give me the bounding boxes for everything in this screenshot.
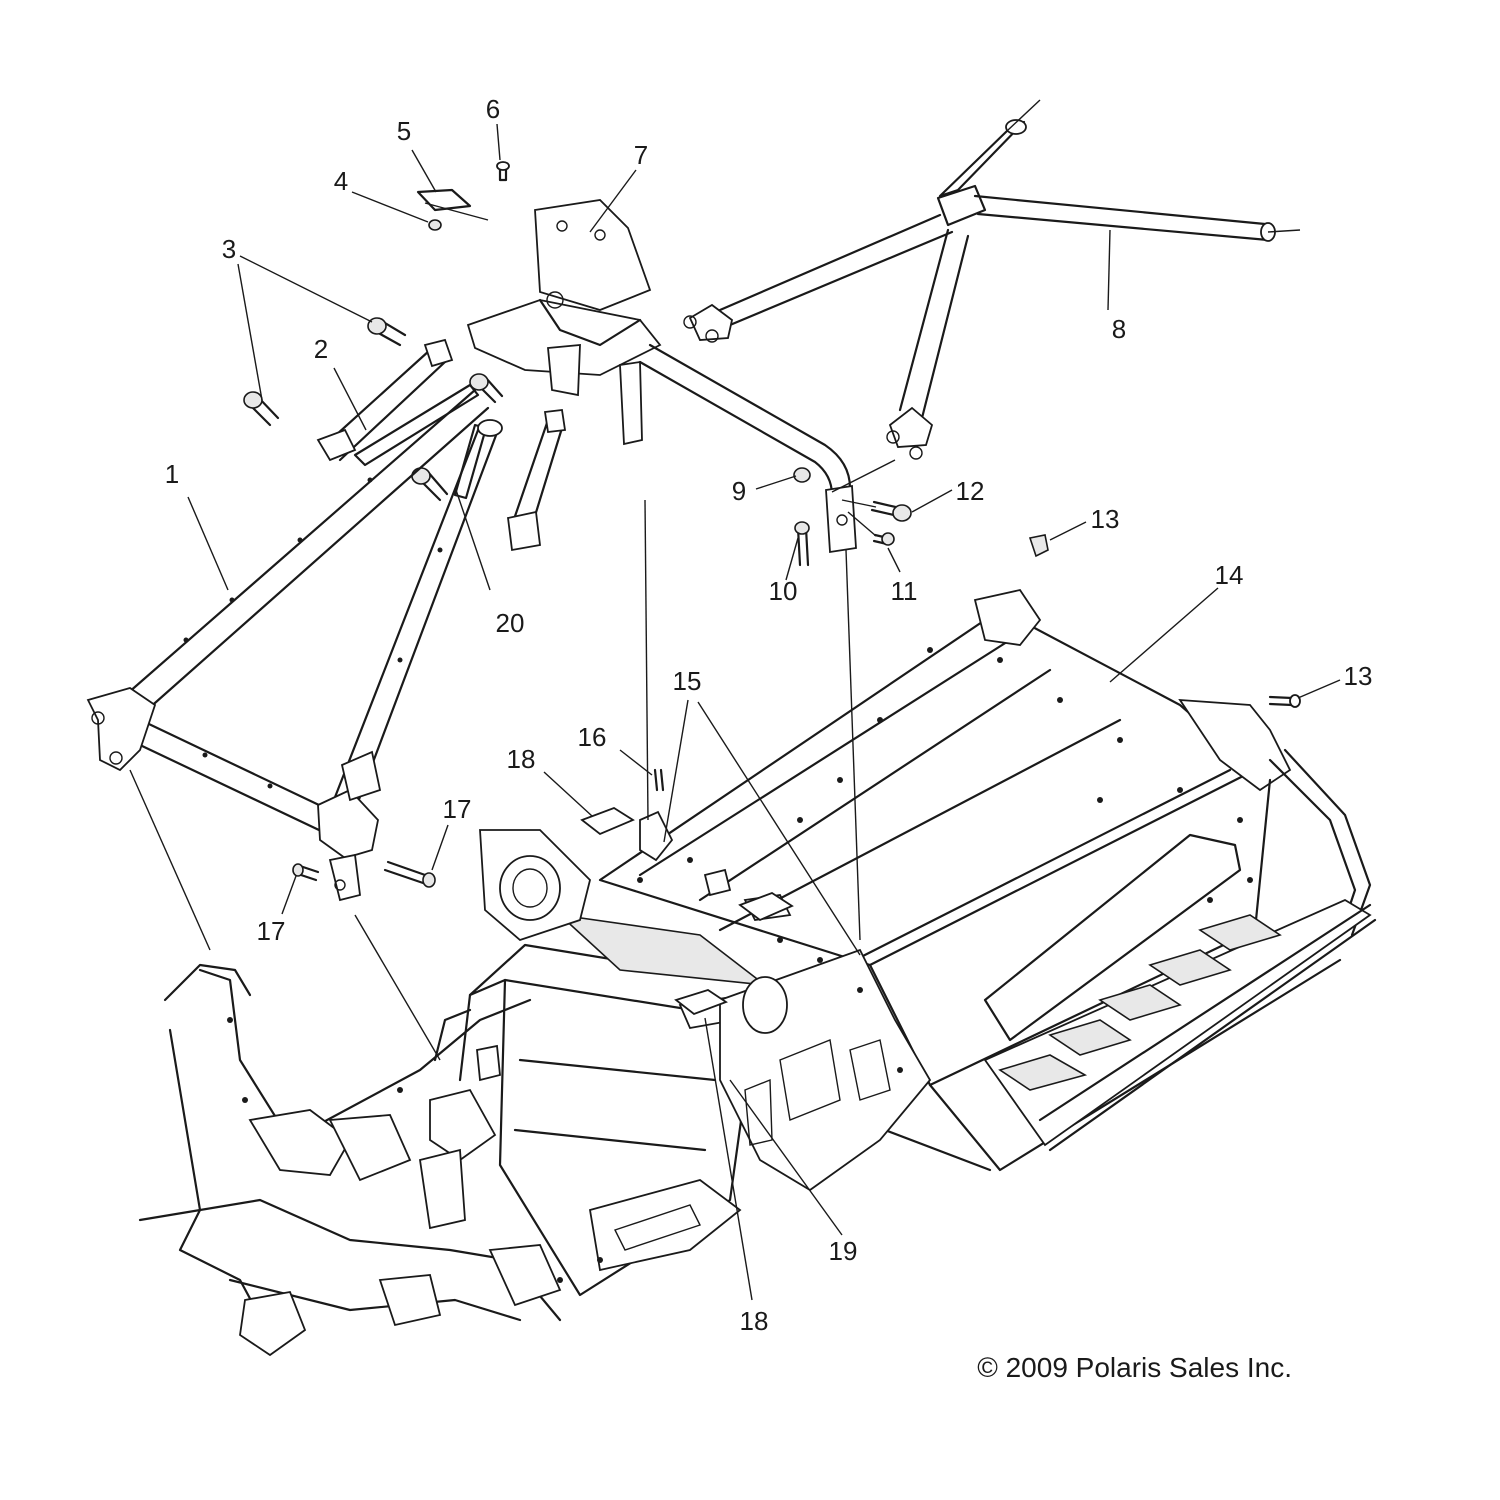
part-16-pin	[639, 768, 674, 862]
part-7-steering-bracket	[466, 199, 662, 446]
bolts-9-13	[793, 467, 1301, 708]
callout-10: 10	[769, 576, 798, 606]
callout-11: 11	[891, 576, 918, 606]
callout-15: 15	[673, 666, 702, 696]
callout-7: 7	[634, 140, 648, 170]
bolts-17	[292, 860, 436, 888]
callout-4: 4	[334, 166, 348, 196]
callout-2: 2	[314, 334, 328, 364]
callout-14: 14	[1215, 560, 1244, 590]
part-7-downtube	[638, 343, 857, 554]
decals-18	[580, 807, 794, 1016]
bolts-3	[243, 317, 504, 502]
part-2-links	[316, 338, 567, 552]
callout-17-right: 17	[443, 794, 472, 824]
callout-3: 3	[222, 234, 236, 264]
copyright-notice: © 2009 Polaris Sales Inc.	[977, 1352, 1292, 1383]
callout-5: 5	[397, 116, 411, 146]
callout-6: 6	[486, 94, 500, 124]
callout-8: 8	[1112, 314, 1126, 344]
main-chassis	[138, 588, 1377, 1357]
part-1-frame-tubes	[86, 388, 503, 902]
callout-13-right: 13	[1344, 661, 1373, 691]
callout-1: 1	[165, 459, 179, 489]
callout-17-left: 17	[257, 916, 286, 946]
part-8-upper-frame	[683, 119, 1276, 460]
hardware-4-5-6	[416, 161, 510, 231]
callout-18-bottom: 18	[740, 1306, 769, 1336]
callout-18-top: 18	[507, 744, 536, 774]
callout-16: 16	[578, 722, 607, 752]
callout-13-top: 13	[1091, 504, 1120, 534]
callout-12: 12	[956, 476, 985, 506]
callout-9: 9	[732, 476, 746, 506]
callout-20: 20	[496, 608, 525, 638]
leader-lines	[129, 99, 1341, 1301]
callout-19: 19	[829, 1236, 858, 1266]
callouts: 1 2 3 4 5 6 7 8 9 10 11 12 13 13 14 15 1…	[165, 94, 1373, 1336]
